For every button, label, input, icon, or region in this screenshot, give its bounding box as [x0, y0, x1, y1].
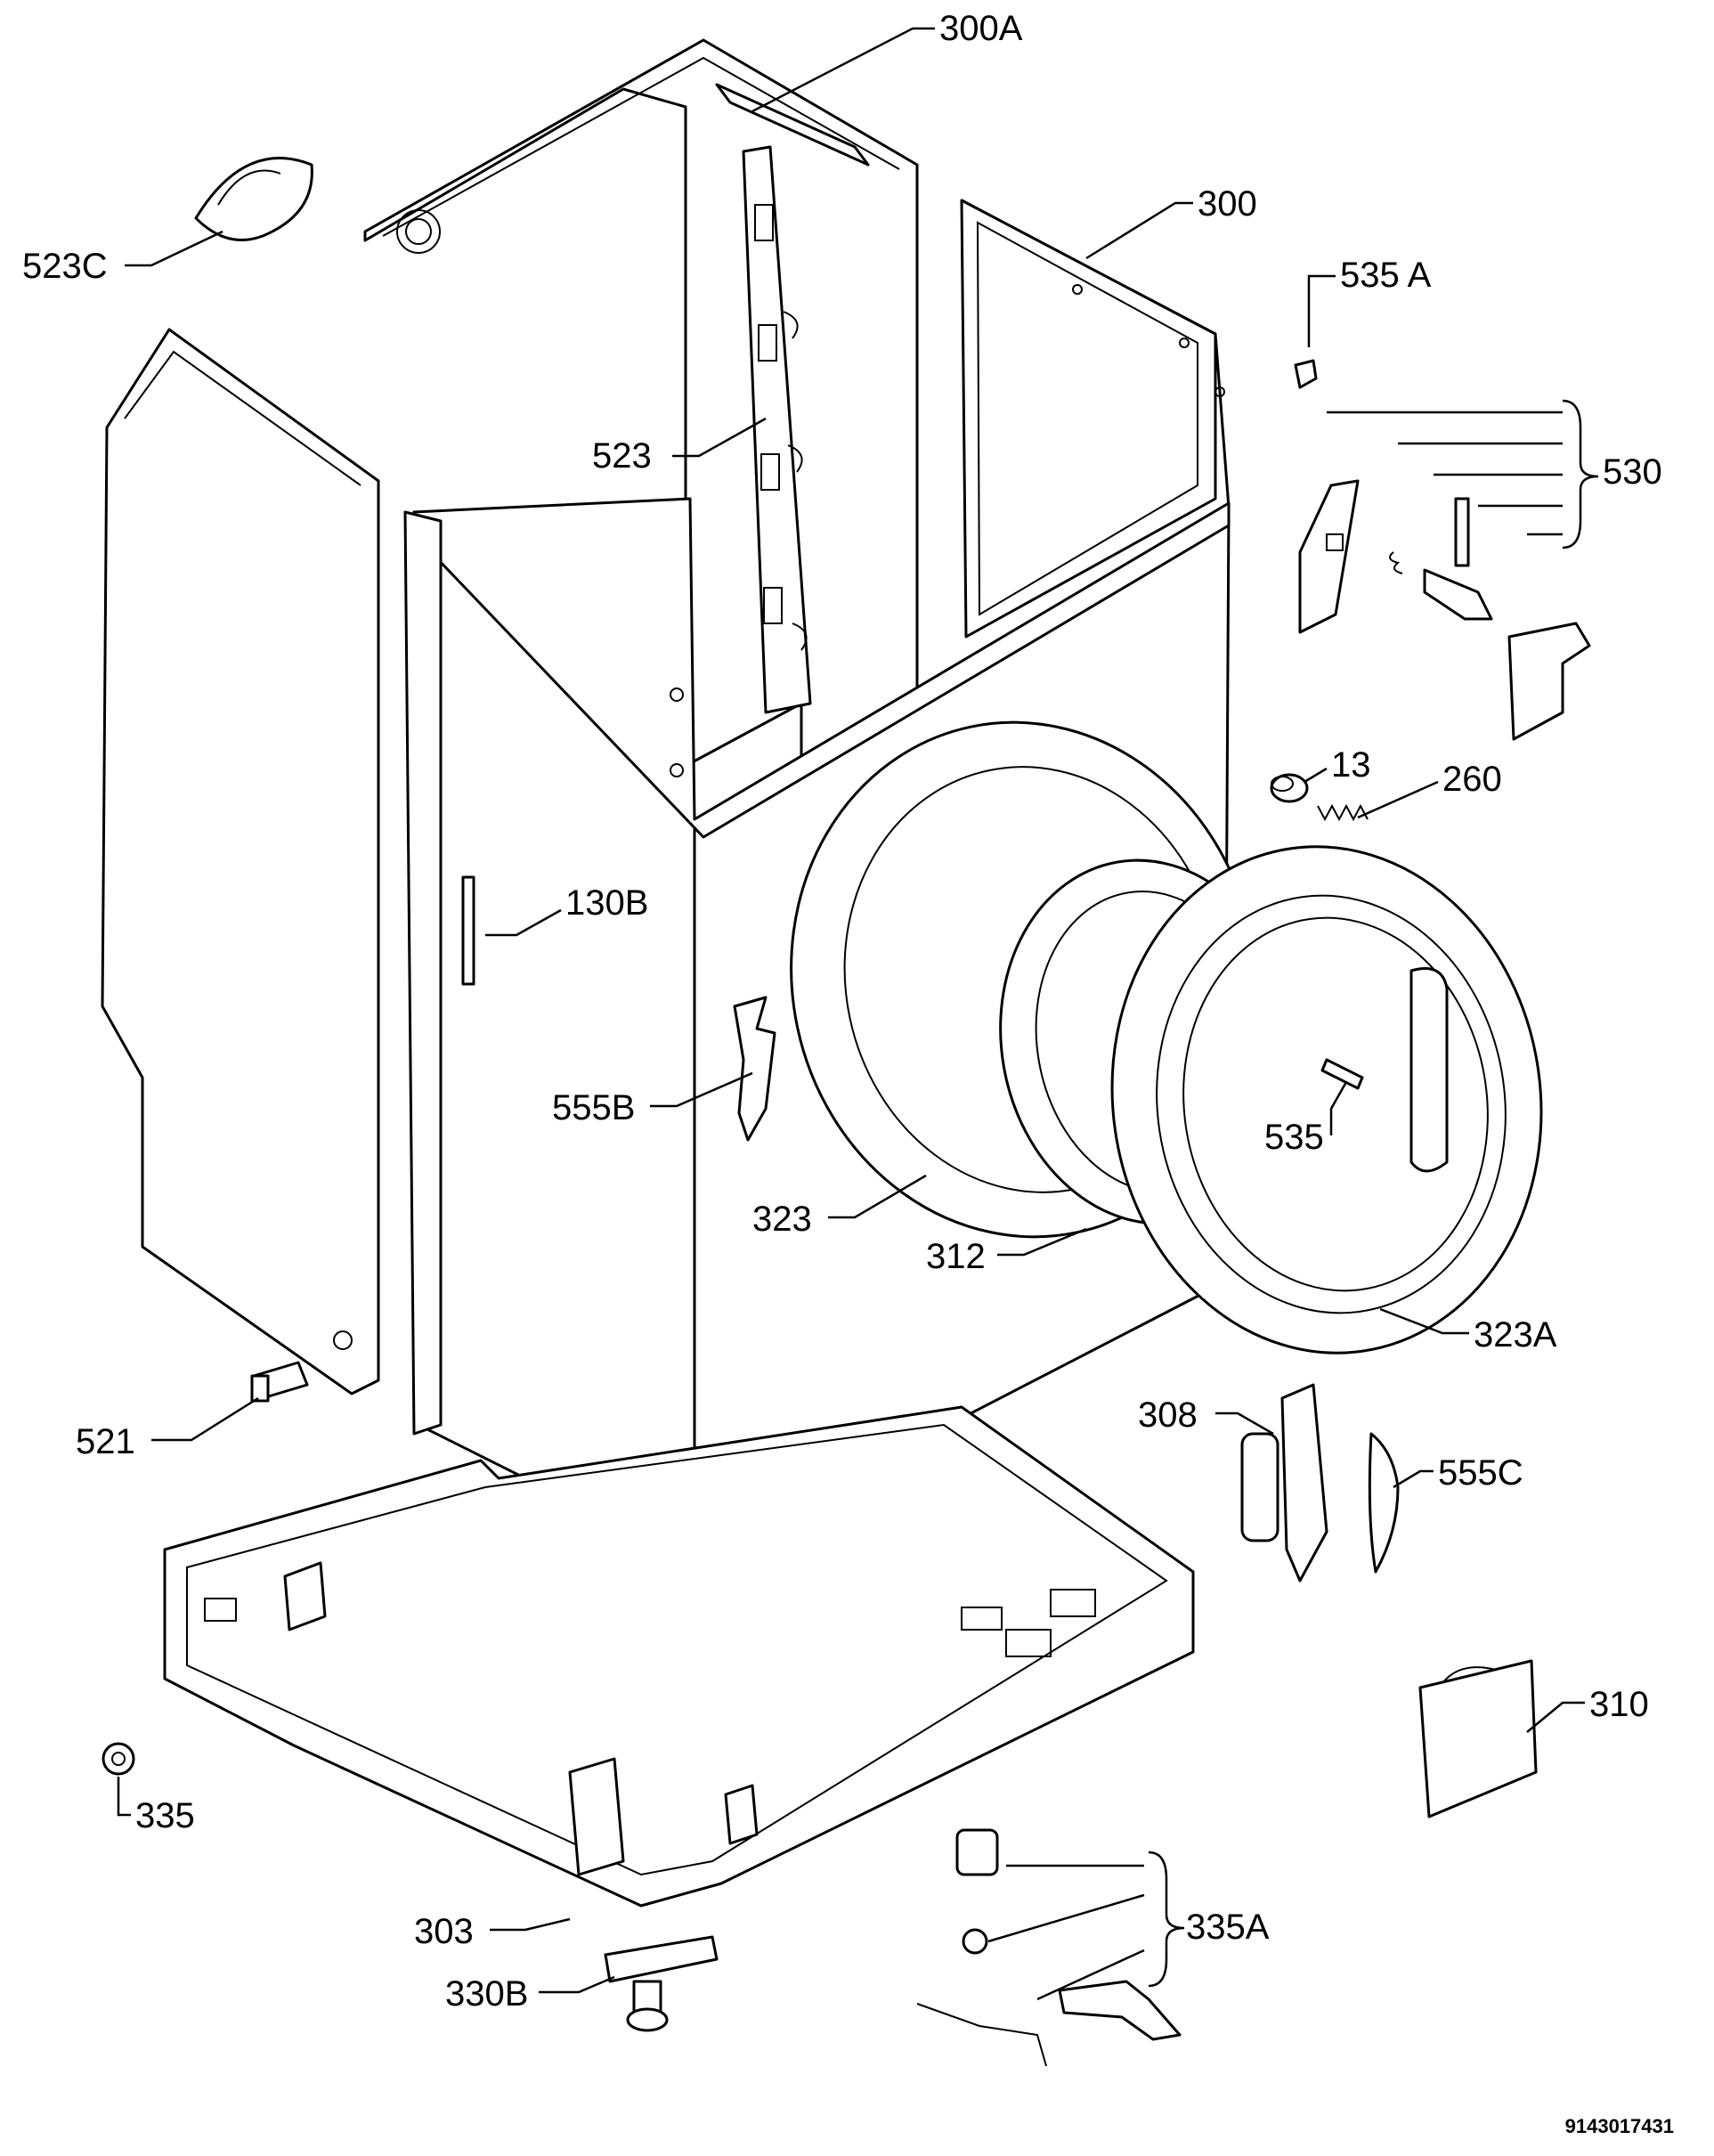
callout-300A: 300A	[939, 9, 1023, 48]
callout-535A: 535 A	[1340, 256, 1432, 295]
callout-330B: 330B	[445, 1974, 528, 2014]
drawing-number: 9143017431	[1565, 2115, 1674, 2137]
callout-303: 303	[414, 1912, 474, 1951]
lock-parts-530	[1298, 479, 1591, 741]
callout-535: 535	[1264, 1118, 1324, 1157]
callout-labels: 300A 300 523C 535 A 523 530 13 260 130B …	[22, 9, 1662, 2014]
callout-308: 308	[1138, 1395, 1198, 1435]
callout-523: 523	[592, 436, 652, 476]
bush-13	[1270, 773, 1309, 803]
base-frame-303	[163, 1405, 1195, 1908]
leader-lines	[117, 27, 1599, 2001]
filter-door-310	[1418, 1659, 1538, 1818]
spring-260	[1317, 803, 1369, 822]
callout-555B: 555B	[552, 1088, 635, 1127]
door-frame-323A	[1110, 845, 1543, 1355]
callout-323A: 323A	[1474, 1315, 1557, 1355]
callout-523C: 523C	[22, 247, 108, 286]
callout-555C: 555C	[1438, 1453, 1523, 1493]
callout-13: 13	[1331, 745, 1371, 785]
bracket-523	[742, 145, 812, 714]
foot-330B	[604, 1935, 719, 2032]
callout-300: 300	[1198, 184, 1257, 224]
callout-310: 310	[1589, 1685, 1649, 1724]
callout-312: 312	[926, 1237, 986, 1276]
callout-323: 323	[752, 1200, 812, 1239]
callout-130B: 130B	[565, 883, 648, 923]
door-pin-535	[1320, 1058, 1364, 1090]
cover-555C	[1368, 1432, 1400, 1574]
parts-set-335A	[916, 1828, 1182, 2067]
nut-335	[102, 1742, 135, 1776]
screw-521	[250, 1361, 309, 1403]
front-panel	[403, 510, 443, 1436]
hinge-308	[1240, 1383, 1328, 1582]
knob-535A	[1294, 359, 1318, 389]
callout-530: 530	[1603, 452, 1662, 492]
clip-523C	[194, 157, 313, 241]
callout-260: 260	[1442, 760, 1502, 799]
callout-521: 521	[76, 1422, 135, 1461]
callout-335A: 335A	[1186, 1908, 1270, 1947]
side-panel-left	[101, 328, 380, 1395]
callout-335: 335	[135, 1796, 195, 1835]
top-rail-300A	[715, 83, 870, 167]
